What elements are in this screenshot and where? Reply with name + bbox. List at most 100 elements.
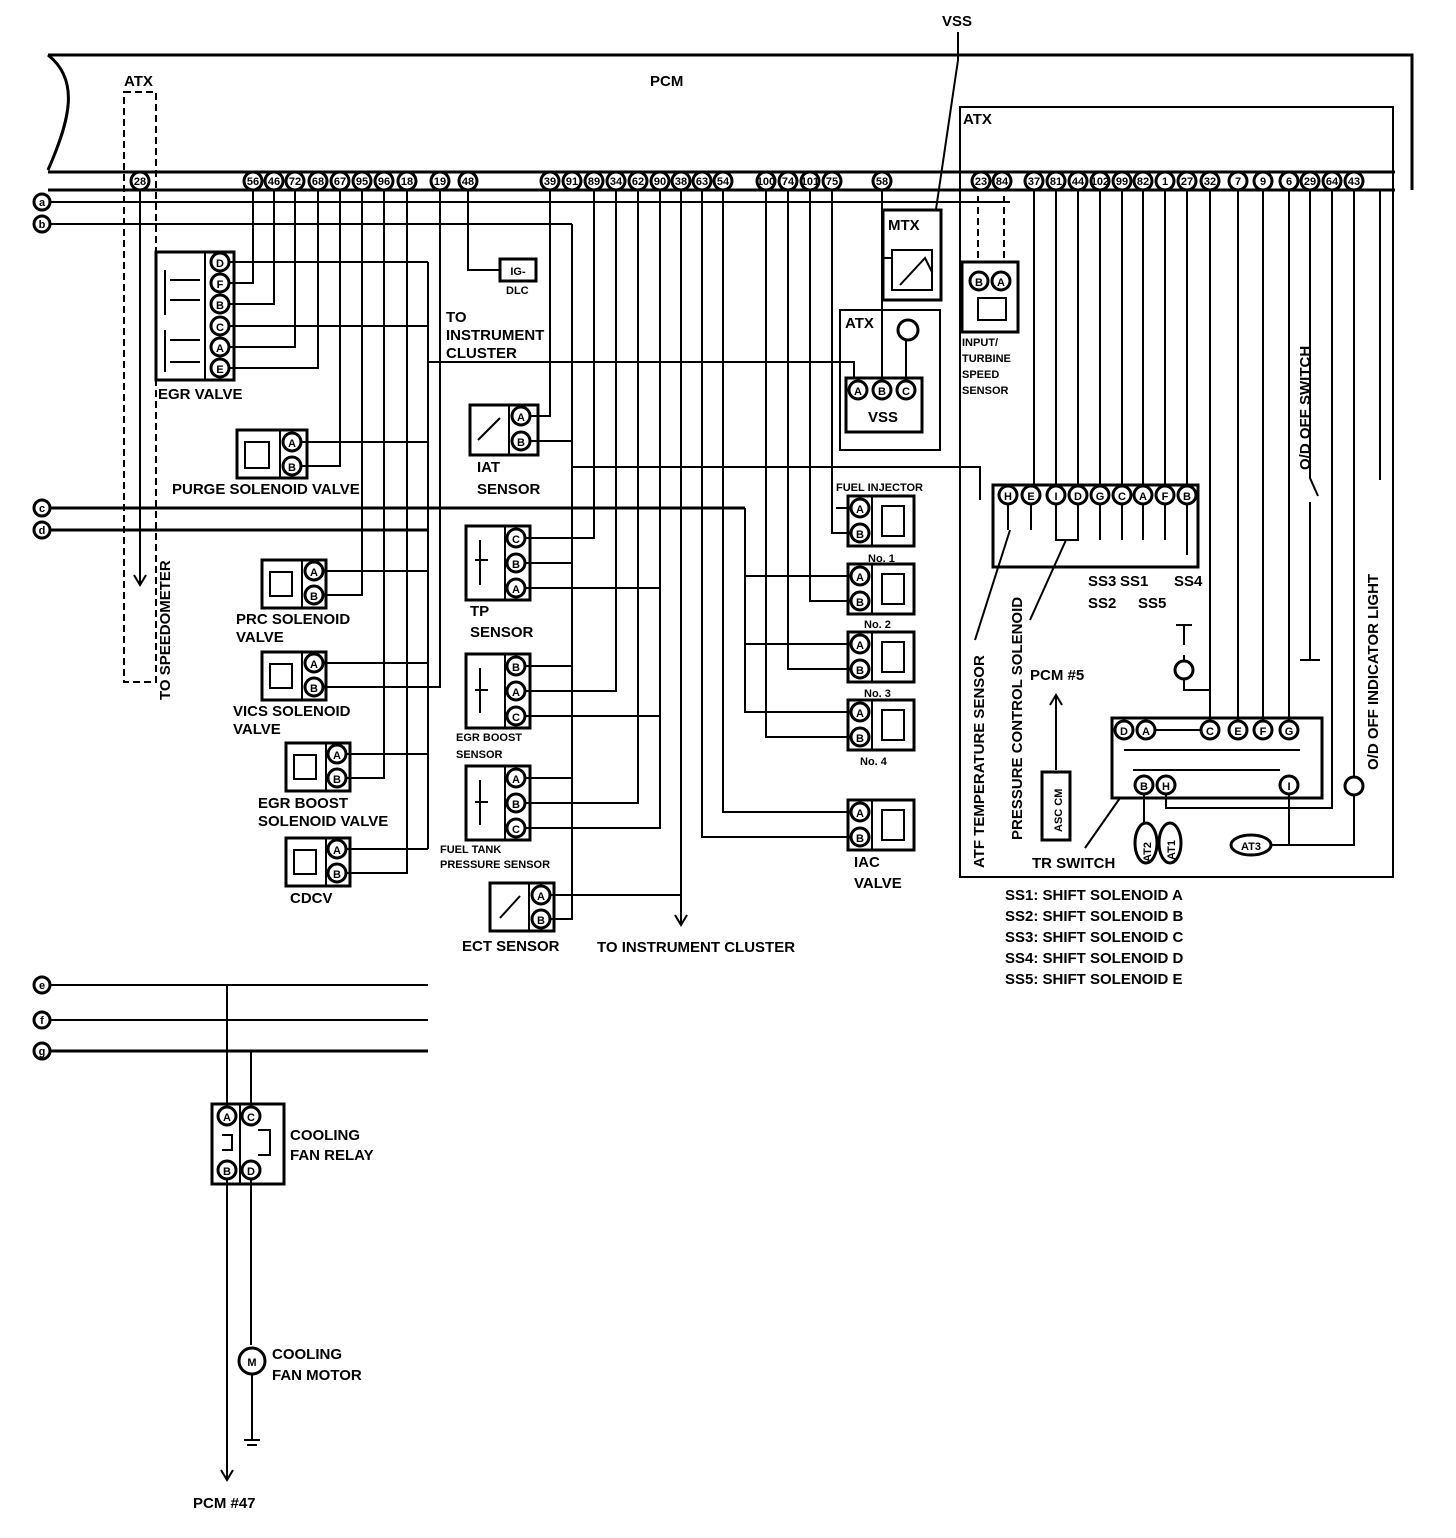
svg-text:A: A (333, 750, 341, 762)
svg-text:PRC SOLENOID: PRC SOLENOID (236, 611, 350, 628)
vss-top-label: VSS (942, 13, 972, 30)
svg-text:99: 99 (1116, 176, 1128, 188)
fuel-injector-1: A B No. 1 (846, 494, 916, 565)
iat-sensor: A B IAT SENSOR (468, 403, 541, 498)
svg-text:IAC: IAC (854, 854, 880, 871)
svg-text:SENSOR: SENSOR (962, 385, 1009, 397)
svg-text:A: A (997, 277, 1005, 289)
pcm47-label: PCM #47 (193, 1495, 256, 1512)
fuel-injector-4: A B No. 4 (846, 698, 916, 768)
svg-text:INSTRUMENT: INSTRUMENT (446, 327, 544, 344)
svg-text:A: A (856, 572, 864, 584)
svg-text:64: 64 (1326, 176, 1339, 188)
svg-text:SENSOR: SENSOR (477, 481, 541, 498)
svg-text:M: M (247, 1357, 256, 1369)
atx-vss: ATX A B C VSS (839, 258, 941, 451)
atx-left-label: ATX (124, 73, 153, 90)
svg-text:19: 19 (434, 176, 446, 188)
svg-text:A: A (856, 708, 864, 720)
ss5-label: SS5 (1138, 595, 1166, 612)
svg-text:INPUT/: INPUT/ (962, 337, 998, 349)
pcm-title: PCM (650, 73, 683, 90)
svg-text:81: 81 (1050, 176, 1062, 188)
pcm-box (46, 53, 1414, 190)
svg-text:A: A (512, 774, 520, 786)
svg-text:B: B (856, 833, 864, 845)
svg-text:IG-: IG- (510, 266, 526, 278)
svg-text:32: 32 (1204, 176, 1216, 188)
solenoid-wires (1033, 190, 1188, 485)
svg-text:COOLING: COOLING (272, 1346, 342, 1363)
fuel-tank-wires (525, 190, 661, 829)
svg-text:72: 72 (289, 176, 301, 188)
svg-text:37: 37 (1028, 176, 1040, 188)
egr-valve-wires (229, 190, 428, 369)
svg-text:54: 54 (717, 176, 730, 188)
pressure-control-label: PRESSURE CONTROL SOLENOID (1009, 597, 1026, 840)
svg-text:FAN MOTOR: FAN MOTOR (272, 1367, 362, 1384)
svg-text:IAT: IAT (477, 459, 500, 476)
svg-text:A: A (1139, 491, 1147, 503)
svg-text:G: G (1285, 726, 1294, 738)
svg-text:B: B (537, 915, 545, 927)
svg-text:B: B (856, 597, 864, 609)
ss4-label: SS4 (1174, 573, 1203, 590)
svg-text:AT1: AT1 (1166, 840, 1178, 860)
pins-left: 28 56 46 72 68 67 95 96 18 19 48 (129, 170, 479, 192)
svg-text:c: c (39, 503, 45, 515)
svg-text:PURGE SOLENOID VALVE: PURGE SOLENOID VALVE (172, 481, 360, 498)
svg-text:34: 34 (610, 176, 623, 188)
svg-text:28: 28 (134, 176, 146, 188)
ig-dlc: IG- DLC (467, 190, 538, 297)
svg-text:A: A (856, 640, 864, 652)
svg-text:43: 43 (1348, 176, 1360, 188)
svg-text:B: B (333, 869, 341, 881)
svg-text:e: e (39, 980, 45, 992)
svg-text:SENSOR: SENSOR (470, 624, 534, 641)
svg-text:7: 7 (1235, 176, 1241, 188)
svg-text:F: F (217, 279, 224, 291)
svg-text:C: C (512, 534, 520, 546)
od-off-light-symbol (1343, 775, 1365, 797)
svg-text:A: A (333, 845, 341, 857)
svg-text:a: a (39, 197, 46, 209)
svg-text:A: A (512, 584, 520, 596)
svg-text:B: B (288, 462, 296, 474)
vics-solenoid-valve: A B VICS SOLENOID VALVE (233, 650, 351, 738)
at3-oval (1229, 833, 1273, 857)
svg-text:68: 68 (312, 176, 324, 188)
svg-text:39: 39 (544, 176, 556, 188)
svg-text:A: A (310, 659, 318, 671)
svg-text:A: A (512, 687, 520, 699)
svg-text:B: B (310, 591, 318, 603)
svg-text:6: 6 (1286, 176, 1292, 188)
vss-supply-wire (428, 361, 855, 378)
svg-text:SS1: SHIFT SOLENOID A: SS1: SHIFT SOLENOID A (1005, 887, 1183, 904)
svg-text:EGR VALVE: EGR VALVE (158, 386, 242, 403)
svg-text:9: 9 (1260, 176, 1266, 188)
svg-text:d: d (39, 525, 46, 537)
svg-text:63: 63 (696, 176, 708, 188)
svg-text:No. 3: No. 3 (864, 688, 891, 700)
svg-text:C: C (247, 1112, 255, 1124)
iac-valve: A B IAC VALVE (846, 798, 916, 892)
svg-text:B: B (856, 665, 864, 677)
pcm5-label: PCM #5 (1030, 667, 1084, 684)
cooling-fan-motor: M COOLING FAN MOTOR (237, 1346, 362, 1446)
asc-cm-box (1040, 770, 1072, 842)
solenoid-block: H E I D G C A F B (991, 483, 1200, 569)
svg-text:ECT SENSOR: ECT SENSOR (462, 938, 560, 955)
vics-wires (323, 190, 441, 688)
at2-oval (1133, 821, 1159, 865)
egr-valve: D F B C A E EGR VALVE (154, 250, 242, 403)
svg-text:H: H (1162, 781, 1170, 793)
legend: SS1: SHIFT SOLENOID A SS2: SHIFT SOLENOI… (1005, 887, 1184, 988)
svg-text:B: B (512, 559, 520, 571)
svg-text:75: 75 (826, 176, 838, 188)
svg-text:B: B (975, 277, 983, 289)
prc-wires (323, 190, 428, 596)
svg-text:I: I (1287, 781, 1290, 793)
od-off-switch (1300, 190, 1320, 661)
ect-wires (550, 894, 681, 920)
svg-text:B: B (333, 774, 341, 786)
